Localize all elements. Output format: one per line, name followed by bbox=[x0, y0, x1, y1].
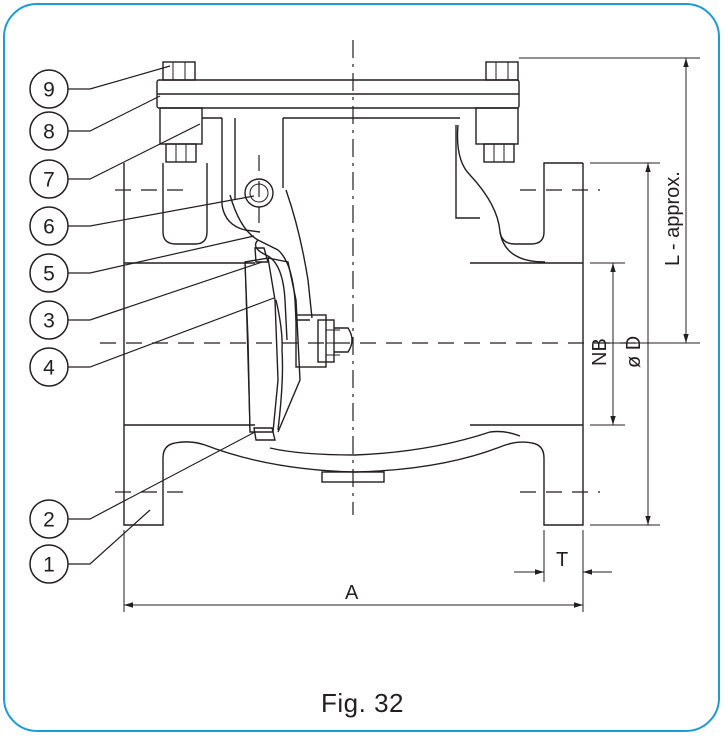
dimension-nb-label: NB bbox=[589, 338, 611, 366]
callout-5: 5 bbox=[29, 253, 69, 293]
callout-6-label: 6 bbox=[43, 216, 55, 239]
leader-lines bbox=[64, 65, 275, 565]
callout-9-label: 9 bbox=[43, 79, 55, 102]
dimension-nb: NB bbox=[589, 262, 625, 426]
callout-4-label: 4 bbox=[43, 357, 55, 380]
left-bolt bbox=[159, 61, 222, 163]
figure-caption: Fig. 32 bbox=[321, 688, 404, 718]
callout-1: 1 bbox=[29, 544, 69, 584]
right-flange bbox=[455, 124, 584, 526]
callout-1-label: 1 bbox=[43, 554, 55, 577]
left-flange bbox=[123, 163, 255, 526]
figure-frame bbox=[3, 3, 720, 732]
disc-nut bbox=[295, 314, 353, 368]
callout-8: 8 bbox=[29, 111, 69, 151]
callout-8-label: 8 bbox=[43, 121, 55, 144]
callout-9: 9 bbox=[29, 69, 69, 109]
dimension-t-label: T bbox=[556, 549, 568, 571]
dimension-l: L - approx. bbox=[519, 57, 700, 344]
right-bolt bbox=[475, 61, 519, 163]
callout-5-label: 5 bbox=[43, 263, 55, 286]
callout-6: 6 bbox=[29, 206, 69, 246]
callout-3: 3 bbox=[29, 300, 69, 340]
dimension-t: T bbox=[514, 530, 612, 582]
callout-2-label: 2 bbox=[43, 509, 55, 532]
callout-7: 7 bbox=[29, 159, 69, 199]
dimension-od: ø D bbox=[590, 162, 660, 526]
cover-bonnet bbox=[156, 79, 520, 233]
dimension-a: A bbox=[123, 530, 584, 612]
disc bbox=[244, 247, 301, 441]
dimension-l-label: L - approx. bbox=[662, 171, 684, 266]
hinge-pin bbox=[244, 155, 274, 225]
callout-3-label: 3 bbox=[43, 310, 55, 333]
callout-7-label: 7 bbox=[43, 169, 55, 192]
dimension-a-label: A bbox=[345, 582, 359, 604]
valve-body-bottom bbox=[204, 430, 521, 483]
dimension-od-label: ø D bbox=[623, 336, 645, 368]
callout-2: 2 bbox=[29, 499, 69, 539]
hinge-arm bbox=[229, 189, 313, 341]
callout-4: 4 bbox=[29, 347, 69, 387]
